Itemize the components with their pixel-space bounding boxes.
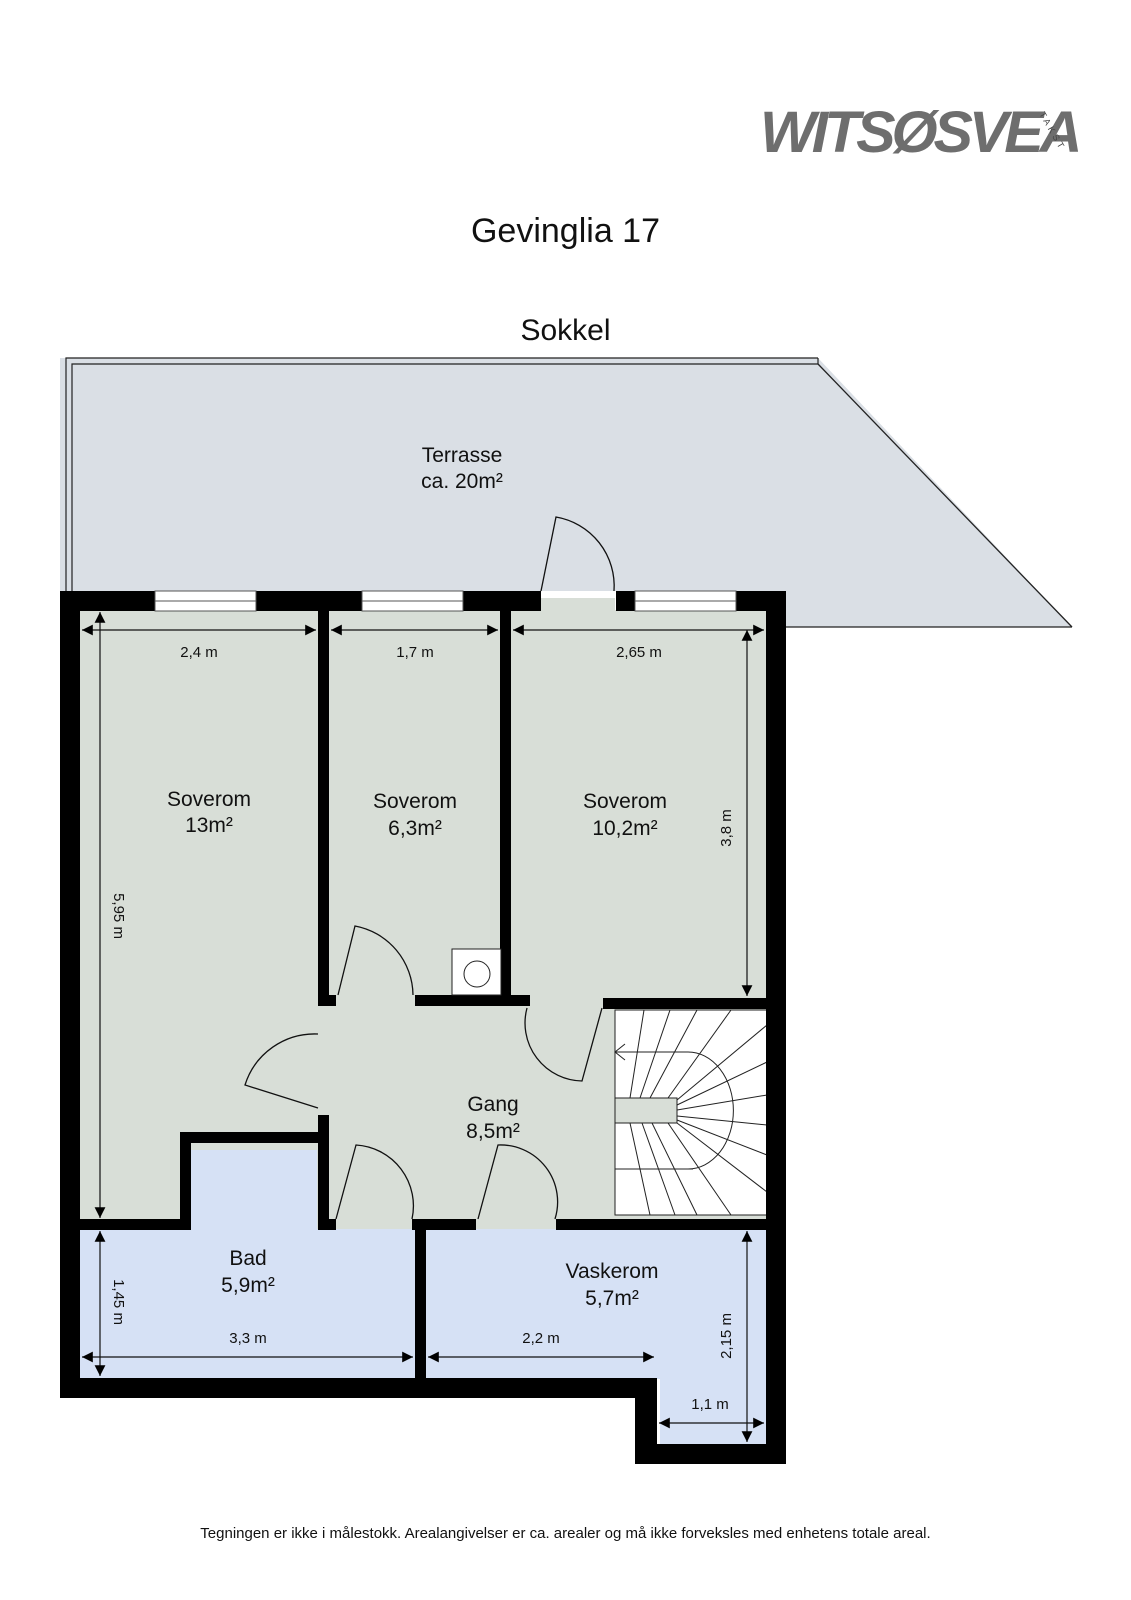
staircase bbox=[614, 1009, 768, 1216]
soverom2-name: Soverom bbox=[373, 790, 457, 813]
bad-name: Bad bbox=[229, 1247, 266, 1270]
dim-bad-depth: 1,45 m bbox=[110, 1279, 127, 1325]
logo-wordmark: WITSØSVEA bbox=[760, 100, 1082, 165]
gang-name: Gang bbox=[467, 1093, 518, 1116]
soverom1-name: Soverom bbox=[167, 788, 251, 811]
room-labels: Terrasse ca. 20m² Soverom 13m² Soverom 6… bbox=[167, 444, 667, 1310]
dim-bad-width: 3,3 m bbox=[229, 1330, 267, 1347]
chimney-icon bbox=[451, 948, 502, 996]
soverom3-door bbox=[524, 1007, 603, 1082]
dim-vaskerom-nook: 1,1 m bbox=[691, 1396, 729, 1413]
dim-soverom1-depth: 5,95 m bbox=[110, 893, 127, 939]
terrace-door bbox=[540, 516, 615, 592]
dim-soverom2-width: 1,7 m bbox=[396, 644, 434, 661]
dim-vaskerom-depth: 2,15 m bbox=[718, 1313, 735, 1359]
soverom1-area: 13m² bbox=[185, 814, 233, 837]
vaskerom-door bbox=[477, 1144, 559, 1220]
property-title: Gevinglia 17 bbox=[470, 212, 660, 250]
dim-vaskerom-width: 2,2 m bbox=[522, 1330, 560, 1347]
vaskerom-name: Vaskerom bbox=[566, 1260, 659, 1283]
doors bbox=[244, 516, 615, 1220]
company-logo: WITSØSVEA TAKST bbox=[760, 100, 1082, 170]
bad-door bbox=[335, 1144, 415, 1220]
disclaimer-text: Tegningen er ikke i målestokk. Arealangi… bbox=[200, 1525, 931, 1542]
dim-soverom1-width: 2,4 m bbox=[180, 644, 218, 661]
terrace-area: ca. 20m² bbox=[421, 470, 503, 493]
dim-soverom3-depth: 3,8 m bbox=[718, 809, 735, 847]
bad-area: 5,9m² bbox=[221, 1274, 275, 1297]
soverom2-door bbox=[337, 925, 414, 996]
terrace bbox=[60, 357, 1073, 628]
walls bbox=[60, 591, 786, 1464]
soverom3-name: Soverom bbox=[583, 790, 667, 813]
soverom1-door bbox=[244, 1033, 319, 1109]
soverom2-area: 6,3m² bbox=[388, 817, 442, 840]
floor-label: Sokkel bbox=[520, 314, 611, 347]
dimension-lines bbox=[82, 612, 764, 1442]
vaskerom-area: 5,7m² bbox=[585, 1287, 639, 1310]
dimension-labels: 2,4 m 1,7 m 2,65 m 3,8 m 5,95 m 1,45 m 3… bbox=[110, 644, 735, 1413]
soverom3-area: 10,2m² bbox=[592, 817, 657, 840]
terrace-name: Terrasse bbox=[422, 444, 503, 467]
dim-soverom3-width: 2,65 m bbox=[616, 644, 662, 661]
windows bbox=[154, 590, 737, 612]
gang-area: 8,5m² bbox=[466, 1120, 520, 1143]
